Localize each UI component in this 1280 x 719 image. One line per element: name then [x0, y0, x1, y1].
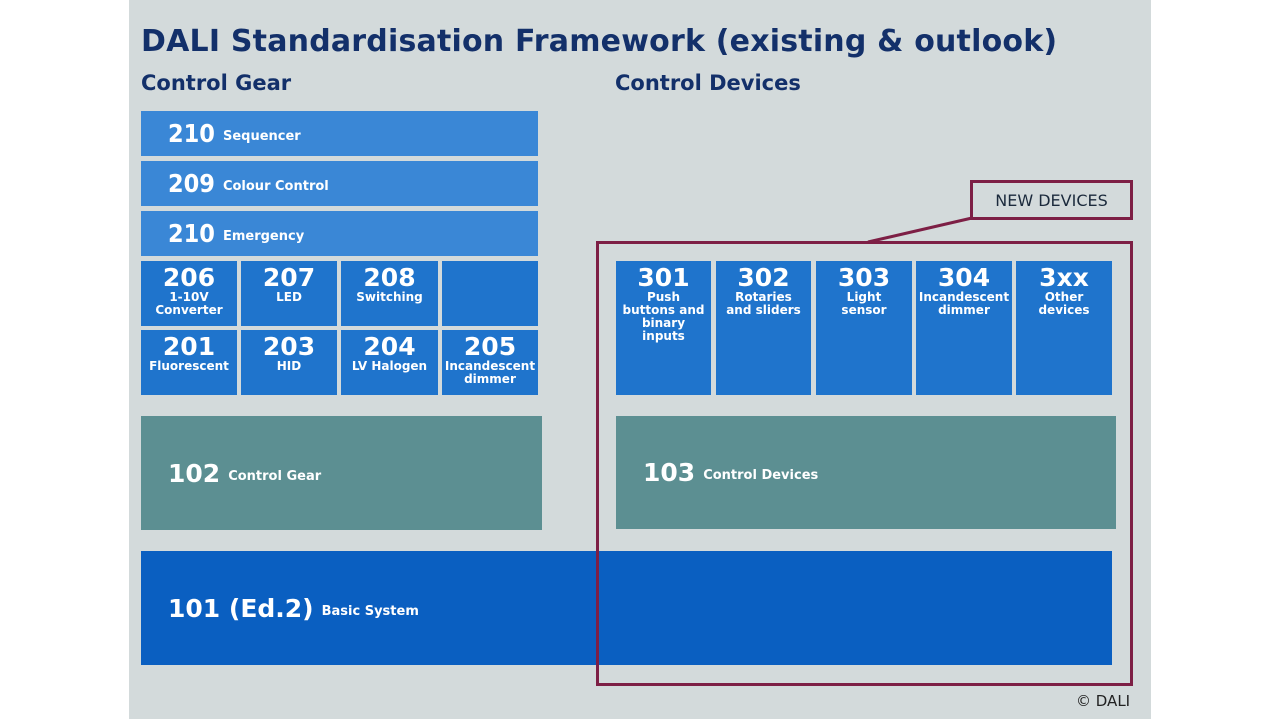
tile-label: Switching: [356, 290, 423, 304]
tile-label: Rotaries and sliders: [726, 290, 801, 317]
tile-label: Other devices: [1038, 290, 1090, 317]
control-devices-103-block: 103 Control Devices: [616, 416, 1116, 529]
device-tile-304: 304 Incandescent dimmer: [916, 261, 1012, 395]
tile-number: 203: [262, 332, 316, 361]
tile-number: 3xx: [1039, 263, 1089, 292]
tile-number: 207: [262, 263, 316, 292]
tile-label: LV Halogen: [351, 359, 428, 373]
block-number: 102: [168, 458, 221, 488]
tile-number: 201: [162, 332, 216, 361]
tile-label: HID: [276, 359, 302, 373]
tile-label: Push buttons and binary inputs: [622, 290, 705, 343]
copyright-text: © DALI: [1076, 692, 1131, 710]
gear-tile-207: 207 LED: [241, 261, 337, 326]
gear-bar-label: Emergency: [222, 229, 305, 244]
block-number: 101 (Ed.2): [168, 593, 314, 623]
tile-number: 304: [937, 263, 991, 292]
gear-bar-sequencer: 210 Sequencer: [141, 111, 538, 156]
gear-bar-number: 210: [168, 219, 215, 248]
block-number: 103: [643, 458, 696, 487]
control-devices-heading: Control Devices: [615, 71, 801, 95]
tile-number: 205: [463, 332, 517, 361]
block-label: Basic System: [321, 603, 419, 619]
tile-number: 206: [162, 263, 216, 292]
gear-tile-208: 208 Switching: [341, 261, 438, 326]
tile-label: Fluorescent: [149, 359, 229, 373]
tile-label: Incandescent dimmer: [918, 290, 1010, 317]
tile-label: LED: [276, 290, 302, 304]
device-tile-3xx: 3xx Other devices: [1016, 261, 1112, 395]
control-gear-102-block: 102 Control Gear: [141, 416, 542, 530]
gear-bar-number: 210: [168, 119, 215, 148]
gear-bar-colour-control: 209 Colour Control: [141, 161, 538, 206]
tile-number: 204: [363, 332, 416, 361]
tile-number: 208: [363, 263, 416, 292]
gear-tile-203: 203 HID: [241, 330, 337, 395]
tile-number: 302: [737, 263, 790, 292]
page-title: DALI Standardisation Framework (existing…: [141, 24, 1058, 59]
tile-number: 303: [837, 263, 891, 292]
block-label: Control Devices: [703, 468, 819, 483]
tile-number: 301: [637, 263, 690, 292]
gear-tile-204: 204 LV Halogen: [341, 330, 438, 395]
gear-tile-201: 201 Fluorescent: [141, 330, 237, 395]
basic-system-101-block: 101 (Ed.2) Basic System: [141, 551, 1112, 665]
tile-label: Light sensor: [841, 290, 887, 317]
new-devices-connector: [867, 216, 973, 244]
tile-label: 1-10V Converter: [155, 290, 223, 317]
gear-tile-206: 206 1-10V Converter: [141, 261, 237, 326]
gear-bar-emergency: 210 Emergency: [141, 211, 538, 256]
gear-bar-label: Sequencer: [222, 129, 301, 144]
device-tile-303: 303 Light sensor: [816, 261, 912, 395]
tile-label: Incandescent dimmer: [444, 359, 536, 386]
new-devices-label: NEW DEVICES: [970, 180, 1133, 220]
gear-tile-empty: [442, 261, 538, 326]
new-devices-frame: [596, 241, 1133, 686]
device-tile-301: 301 Push buttons and binary inputs: [616, 261, 711, 395]
control-gear-heading: Control Gear: [141, 71, 292, 95]
gear-bar-number: 209: [168, 169, 215, 198]
gear-bar-label: Colour Control: [222, 179, 329, 194]
device-tile-302: 302 Rotaries and sliders: [716, 261, 811, 395]
block-label: Control Gear: [228, 468, 322, 484]
gear-tile-205: 205 Incandescent dimmer: [442, 330, 538, 395]
